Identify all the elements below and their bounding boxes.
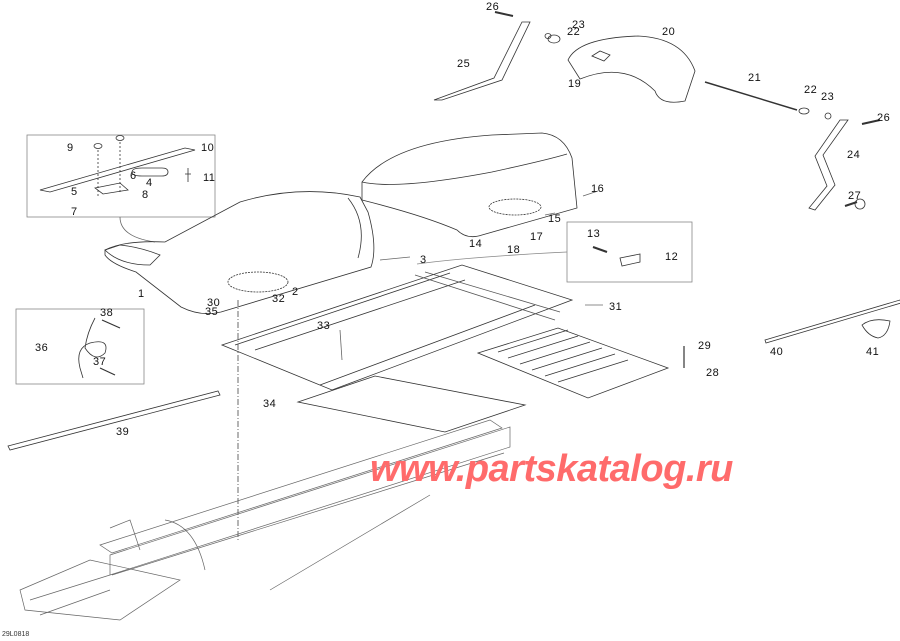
callout-label: 23 [572, 19, 586, 31]
inset-box-hinge [26, 134, 216, 218]
callout-label: 16 [591, 183, 605, 195]
callout-label: 26 [877, 112, 891, 124]
seat-3-icon [104, 191, 375, 315]
callout-label: 10 [201, 142, 215, 154]
callout-label: 22 [804, 84, 818, 96]
rear-seat-16-icon [361, 132, 578, 238]
callout-label: 14 [469, 238, 483, 250]
callout-label: 11 [203, 172, 216, 184]
frame-31-icon [220, 264, 574, 391]
callout-label: 6 [130, 170, 137, 182]
drawing-code: 29L0818 [2, 631, 30, 638]
callout-label: 32 [272, 293, 286, 305]
hinge-bar-icon [39, 147, 196, 193]
callout-label: 18 [507, 244, 521, 256]
callout-label: 19 [568, 78, 582, 90]
callout-label: 23 [821, 91, 835, 103]
inset-box-cable [15, 308, 145, 385]
callout-label: 36 [35, 342, 49, 354]
callout-label: 29 [698, 340, 712, 352]
backrest-20-icon [567, 35, 696, 103]
watermark: www.partskatalog.ru [370, 448, 733, 490]
callout-label: 35 [205, 306, 219, 318]
callout-label: 38 [100, 307, 114, 319]
callout-label: 12 [665, 251, 679, 263]
callout-label: 9 [67, 142, 74, 154]
strip-40-icon [764, 299, 900, 344]
callout-label: 21 [748, 72, 762, 84]
pad-34-icon [296, 375, 527, 433]
callout-label: 22 [567, 26, 581, 38]
callout-label: 33 [317, 320, 331, 332]
callout-label: 24 [847, 149, 861, 161]
hinge-plate-icon [94, 182, 129, 195]
callout-label: 40 [770, 346, 784, 358]
callout-label: 20 [662, 26, 676, 38]
callout-label: 28 [706, 367, 720, 379]
cable-36-icon [78, 317, 107, 379]
callout-label: 1 [138, 288, 145, 300]
callout-label: 39 [116, 426, 130, 438]
callout-label: 30 [207, 297, 221, 309]
latch-12-icon [619, 253, 641, 267]
callout-label: 2 [292, 286, 299, 298]
bracket-24-icon [808, 119, 849, 211]
callout-label: 5 [71, 186, 78, 198]
seat-cover-1-icon [104, 244, 161, 266]
plate-28-icon [476, 327, 670, 399]
callout-label: 25 [457, 58, 471, 70]
callout-label: 41 [866, 346, 880, 358]
callout-label: 17 [530, 231, 544, 243]
callout-label: 4 [146, 177, 153, 189]
strip-39-icon [7, 390, 221, 451]
callout-label: 26 [486, 1, 500, 13]
callout-label: 15 [548, 213, 562, 225]
callout-label: 27 [848, 190, 862, 202]
cap-41-icon [861, 319, 891, 339]
callout-label: 31 [609, 301, 623, 313]
callout-label: 34 [263, 398, 277, 410]
shaft-21-icon [704, 81, 798, 111]
callout-label: 37 [93, 356, 107, 368]
callout-label: 8 [142, 189, 149, 201]
chassis-tunnel-icon [19, 419, 511, 621]
bracket-25-icon [433, 21, 531, 101]
callout-label: 13 [587, 228, 601, 240]
callout-label: 3 [420, 254, 427, 266]
callout-label: 7 [71, 206, 78, 218]
